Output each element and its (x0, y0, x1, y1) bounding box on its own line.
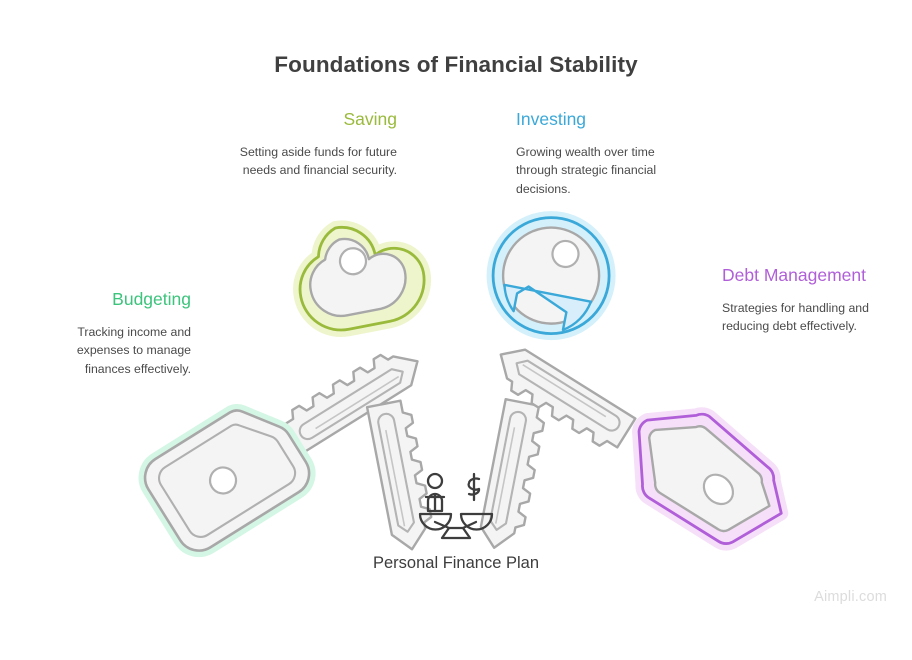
branch-saving: Saving Setting aside funds for future ne… (225, 108, 397, 180)
branch-description-debt-management: Strategies for handling and reducing deb… (722, 301, 869, 334)
branch-label-saving: Saving (343, 109, 397, 129)
branch-budgeting: Budgeting Tracking income and expenses t… (30, 288, 191, 378)
page-title: Foundations of Financial Stability (274, 52, 638, 77)
center-label: Personal Finance Plan (372, 554, 539, 572)
branch-label-budgeting: Budgeting (112, 289, 191, 309)
branch-label-debt-management: Debt Management (722, 265, 866, 285)
center-node: Personal Finance Plan (0, 470, 912, 575)
branch-label-investing: Investing (516, 109, 587, 129)
branch-description-saving: Setting aside funds for future needs and… (239, 145, 397, 178)
branch-investing: Investing Growing wealth over time throu… (516, 108, 691, 198)
watermark: Aimpli.com (814, 589, 887, 605)
branch-description-investing: Growing wealth over time through strateg… (516, 145, 657, 196)
branch-description-budgeting: Tracking income and expenses to manage f… (76, 325, 191, 376)
balance-scale-icon (418, 472, 494, 540)
branch-debt-management: Debt Management Strategies for handling … (722, 264, 882, 336)
